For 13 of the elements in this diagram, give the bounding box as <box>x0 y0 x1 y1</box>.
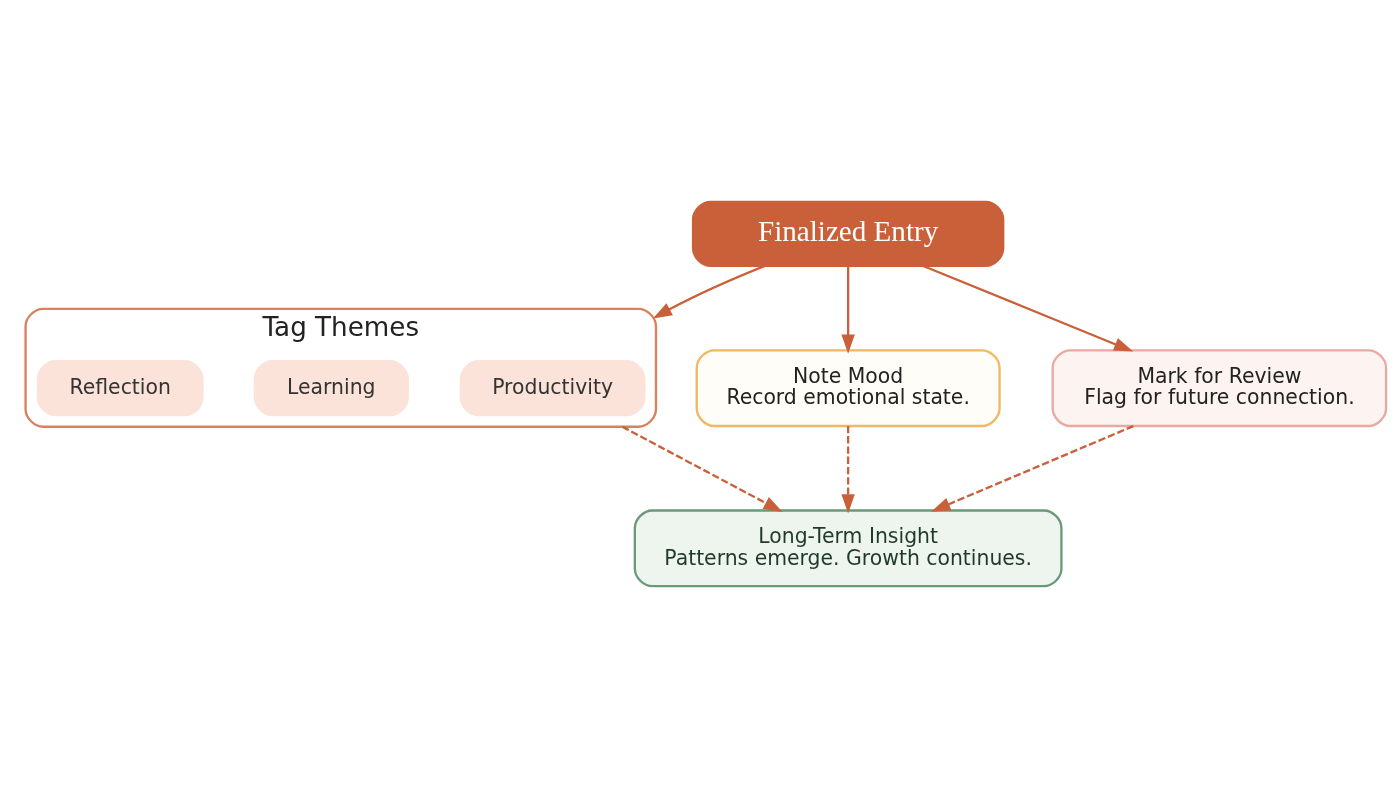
node-box: Mark for Review Flag for future connection. <box>1051 349 1388 428</box>
arrow <box>922 264 1134 352</box>
arrow <box>652 264 766 319</box>
node-box: Productivity <box>459 360 646 417</box>
node-box: Learning <box>253 360 409 417</box>
arrow <box>931 425 1134 512</box>
node-box: Finalized Entry <box>691 200 1005 268</box>
arrow <box>841 426 855 514</box>
node-box: Note Mood Record emotional state. <box>695 349 1001 428</box>
arrow <box>841 265 855 354</box>
node-box: Long-Term Insight Patterns emerge. Growth continues. <box>633 509 1063 588</box>
node-box: Reflection <box>36 360 204 417</box>
arrow <box>621 425 783 513</box>
